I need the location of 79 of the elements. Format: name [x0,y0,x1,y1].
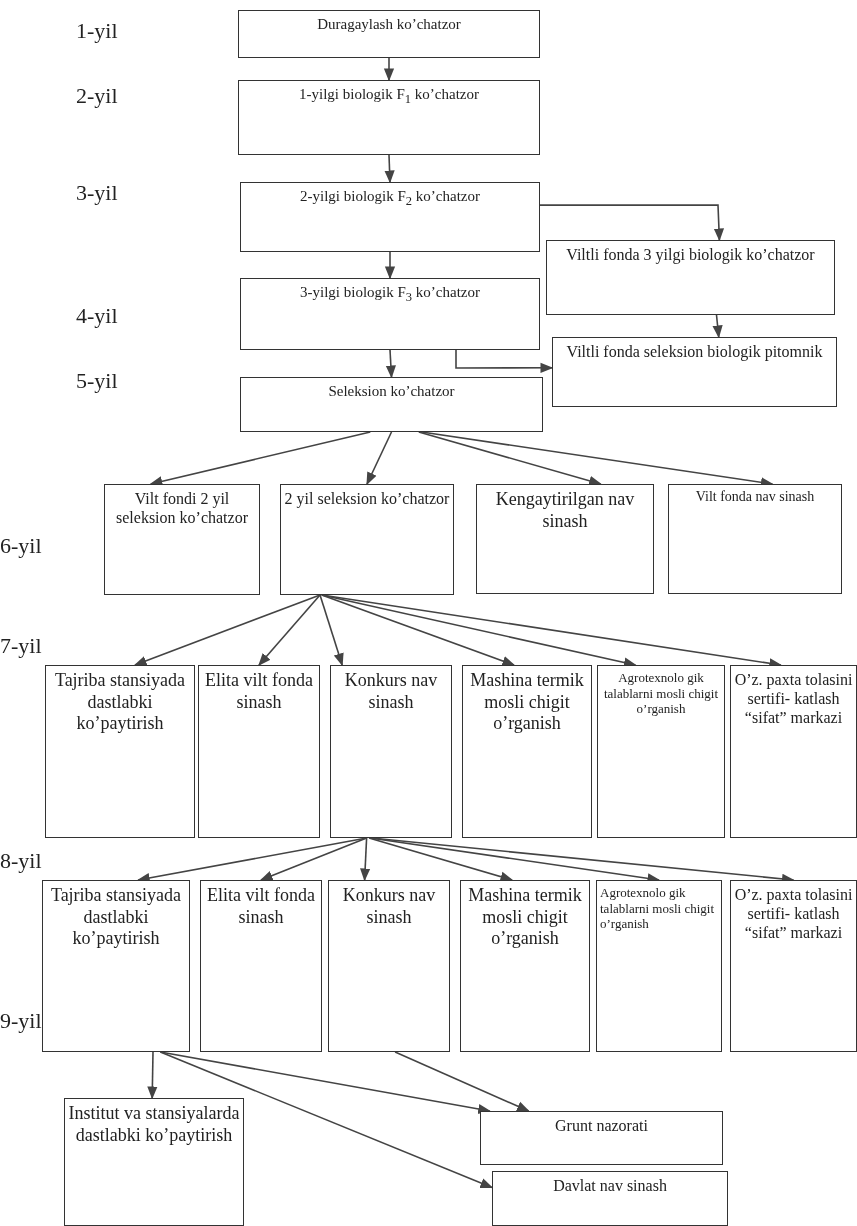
box-label: Agrotexnolo gik talablarni mosli chigit o’rganish [600,885,716,932]
year-label: 8-yil [0,848,42,874]
box-label: Elita vilt fonda sinash [206,885,316,929]
arrow [159,1051,494,1189]
arrow [394,1051,530,1112]
box-label: Vilt fondi 2 yil seleksion ko’chatzor [115,489,249,528]
arrow [147,1051,158,1100]
box-label: Davlat nav sinash [553,1176,667,1196]
year-label: 3-yil [76,180,118,206]
process-box [552,337,837,407]
box-label: Mashina termik mosli chigit o’rganish [467,885,583,950]
process-box [238,10,540,58]
year-label: 2-yil [76,83,118,109]
box-label: 2-yilgi biologik F$_{2}$ ko’chatzor [300,187,480,209]
arrow [258,594,321,666]
process-box [492,1171,728,1226]
process-box [462,665,592,838]
process-box [730,665,857,838]
box-label: Konkurs nav sinash [341,885,437,929]
process-box [200,880,322,1052]
process-box [42,880,190,1052]
year-label: 9-yil [0,1008,42,1034]
year-label: 6-yil [0,533,42,559]
year-label: 5-yil [76,368,118,394]
box-label: Elita vilt fonda sinash [204,670,314,714]
process-box [240,182,540,252]
year-label: 1-yil [76,18,118,44]
box-label: Agrotexnolo gik talablarni mosli chigit o’rganish [602,670,720,717]
arrow [455,349,554,373]
box-label: Konkurs nav sinash [343,670,439,714]
box-label: Institut va stansiyalarda dastlabki ko’paytirish [68,1103,240,1147]
process-box [596,880,722,1052]
box-label: Duragaylash ko’chatzor [317,15,461,33]
box-label: Tajriba stansiyada dastlabki ko’paytirish [49,885,183,950]
process-box [280,484,454,595]
arrow [133,594,321,666]
box-label: Grunt nazorati [555,1116,648,1136]
arrow [368,837,514,882]
process-box [476,484,654,594]
process-box [668,484,842,594]
process-box [45,665,195,838]
arrow [385,349,396,379]
box-label: Viltli fonda seleksion biologik pitomnik [566,342,823,362]
arrow [539,204,725,242]
arrow [384,251,396,280]
box-label: Viltli fonda 3 yilgi biologik ko’chatzor [566,245,815,265]
process-box [104,484,260,595]
box-label: O’z. paxta tolasini sertifi- katlash “sifat” markazi [734,670,853,728]
process-box [240,278,540,350]
arrow [319,594,344,667]
process-box [546,240,835,315]
process-box [330,665,452,838]
year-label: 4-yil [76,303,118,329]
arrow [384,154,395,184]
process-box [328,880,450,1052]
process-box [198,665,320,838]
arrow [366,431,393,486]
box-label: Vilt fonda nav sinash [695,489,815,506]
arrow [360,837,371,882]
process-box [238,80,540,155]
box-label: Kengaytirilgan nav sinash [494,489,636,533]
process-box [730,880,857,1052]
box-label: 1-yilgi biologik F$_{1}$ ko’chatzor [299,85,479,107]
process-box [480,1111,723,1165]
process-box [597,665,725,838]
year-label: 7-yil [0,633,42,659]
box-label: 3-yilgi biologik F$_{3}$ ko’chatzor [300,283,480,305]
process-box [240,377,543,432]
box-label: Mashina termik mosli chigit o’rganish [469,670,585,735]
box-label: Tajriba stansiyada dastlabki ko’paytirish [53,670,187,735]
arrow [712,314,723,339]
box-label: 2 yil seleksion ko’chatzor [284,489,450,509]
box-label: Seleksion ko’chatzor [328,382,455,400]
arrow [383,57,395,82]
process-box [460,880,590,1052]
box-label: O’z. paxta tolasini sertifi- katlash “sifat” markazi [734,885,853,943]
process-box [64,1098,244,1226]
arrow [417,431,602,486]
arrow [259,837,368,881]
